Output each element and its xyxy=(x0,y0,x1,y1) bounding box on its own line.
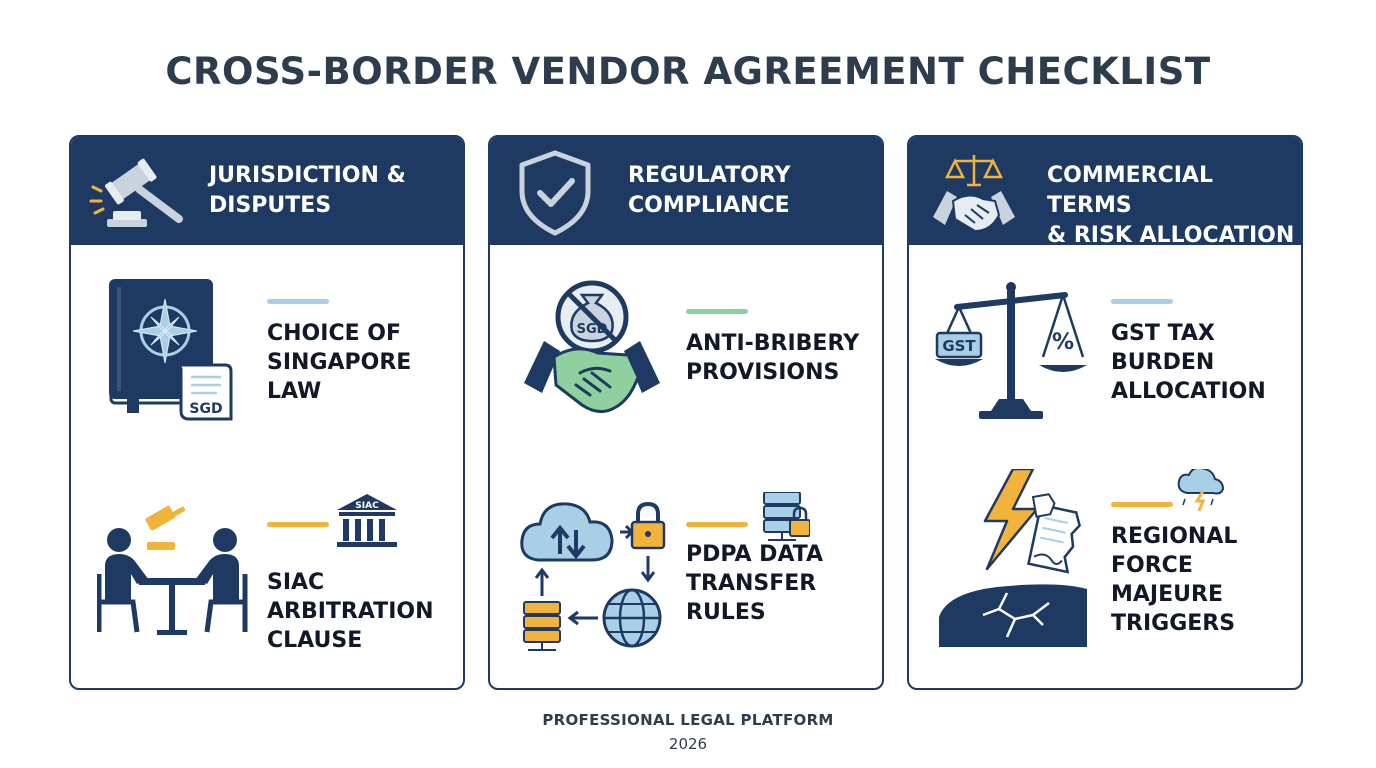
item-label-siac-arbitration: SIAC ARBITRATION CLAUSE xyxy=(267,570,434,653)
accent-bar xyxy=(1111,502,1173,507)
card-header: COMMERCIAL TERMS & RISK ALLOCATION xyxy=(909,137,1301,248)
item-label-anti-bribery: ANTI-BRIBERY PROVISIONS xyxy=(686,331,860,385)
card-header: REGULATORY COMPLIANCE xyxy=(490,137,882,245)
scales-handshake-icon xyxy=(933,155,1015,233)
footer-year: 2026 xyxy=(668,735,708,753)
no-bribery-handshake-icon: SGD xyxy=(524,280,660,413)
accent-bar xyxy=(267,299,329,304)
card-regulatory: REGULATORY COMPLIANCE SGD ANTI-BRIBERY P… xyxy=(488,135,884,690)
law-book-compass-icon: SGD xyxy=(109,279,233,421)
card-commercial: COMMERCIAL TERMS & RISK ALLOCATION GST %… xyxy=(907,135,1303,690)
arbitration-meeting-icon: SIAC xyxy=(97,494,397,635)
footer-platform: PROFESSIONAL LEGAL PLATFORM xyxy=(542,711,834,729)
shield-check-icon xyxy=(519,150,591,236)
accent-bar xyxy=(267,522,329,527)
item-label-force-majeure: REGIONAL FORCE MAJEURE TRIGGERS xyxy=(1111,524,1238,636)
item-label-pdpa: PDPA DATA TRANSFER RULES xyxy=(686,542,824,625)
svg-text:%: % xyxy=(1052,330,1074,355)
card-jurisdiction: JURISDICTION & DISPUTES SGD CHOICE OF SI… xyxy=(69,135,465,690)
item-label-choice-of-law: CHOICE OF SINGAPORE LAW xyxy=(267,321,412,404)
accent-bar xyxy=(686,522,748,527)
accent-bar xyxy=(686,309,748,314)
data-transfer-icon xyxy=(520,492,810,651)
svg-text:GST: GST xyxy=(942,337,976,355)
card-title: JURISDICTION & DISPUTES xyxy=(209,163,406,218)
page-title: CROSS-BORDER VENDOR AGREEMENT CHECKLIST xyxy=(165,50,1211,93)
card-header: JURISDICTION & DISPUTES xyxy=(71,137,463,245)
lightning-disaster-icon xyxy=(939,469,1225,647)
card-title: COMMERCIAL TERMS & RISK ALLOCATION xyxy=(1047,163,1295,248)
gst-scales-icon: GST % xyxy=(935,282,1087,419)
card-title: REGULATORY COMPLIANCE xyxy=(628,163,791,218)
svg-text:SIAC: SIAC xyxy=(355,501,379,511)
svg-text:SGD: SGD xyxy=(189,401,222,417)
item-label-gst: GST TAX BURDEN ALLOCATION xyxy=(1111,321,1266,404)
accent-bar xyxy=(1111,299,1173,304)
gavel-icon xyxy=(89,158,183,227)
